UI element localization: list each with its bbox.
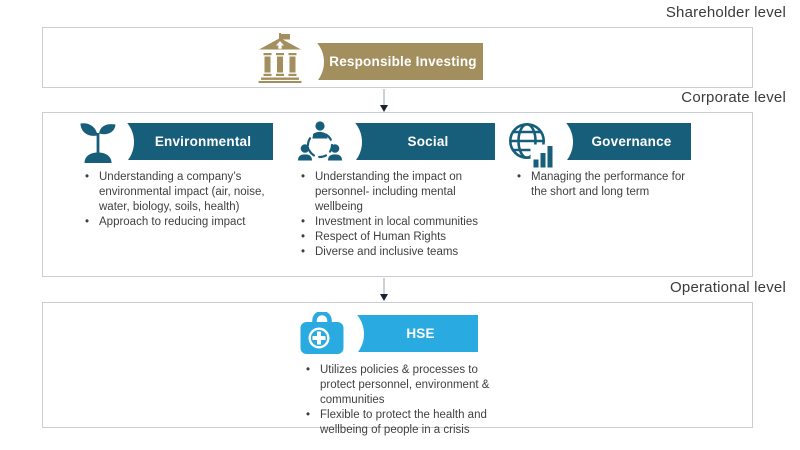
environmental-label: Environmental [154,134,252,149]
list-item: Understanding the impact on personnel- i… [297,170,481,215]
arrow-corporate-to-operational [383,278,385,295]
social-bullets: Understanding the impact on personnel- i… [297,170,481,260]
arrow-shareholder-to-corporate [383,89,385,106]
governance-label: Governance [591,134,672,149]
arrowhead-corporate-to-operational [380,294,388,301]
social-label: Social [407,134,449,149]
seedling-icon [79,122,117,164]
list-item: Flexible to protect the health and wellb… [302,408,500,438]
environmental-bullets: Understanding a company’s environmental … [81,170,267,230]
hse-banner: HSE [351,315,478,352]
hse-label: HSE [406,326,435,341]
list-item: Respect of Human Rights [297,230,481,245]
corporate-level-label: Corporate level [681,89,786,106]
list-item: Managing the performance for the short a… [513,170,686,200]
globe-chart-icon [507,121,555,169]
governance-bullets: Managing the performance for the short a… [513,170,686,200]
responsible-investing-banner: Responsible Investing [311,43,483,80]
list-item: Diverse and inclusive teams [297,245,481,260]
list-item: Approach to reducing impact [81,215,267,230]
shareholder-box: Responsible Investing [42,27,753,88]
shareholder-level-label: Shareholder level [665,4,786,21]
list-item: Understanding a company’s environmental … [81,170,267,215]
governance-banner: Governance [560,123,691,160]
social-banner: Social [349,123,495,160]
responsible-investing-label: Responsible Investing [329,54,477,69]
environmental-banner: Environmental [121,123,273,160]
list-item: Investment in local communities [297,215,481,230]
list-item: Utilizes policies & processes to protect… [302,363,500,408]
arrowhead-shareholder-to-corporate [380,105,388,112]
operational-level-label: Operational level [670,279,786,296]
bank-icon [257,33,303,83]
first-aid-kit-icon [299,312,345,356]
hse-bullets: Utilizes policies & processes to protect… [302,363,500,438]
operational-box: HSE Utilizes policies & processes to pro… [42,302,753,436]
people-network-icon [297,119,343,165]
corporate-box: Environmental Understanding a company’s … [42,112,753,277]
